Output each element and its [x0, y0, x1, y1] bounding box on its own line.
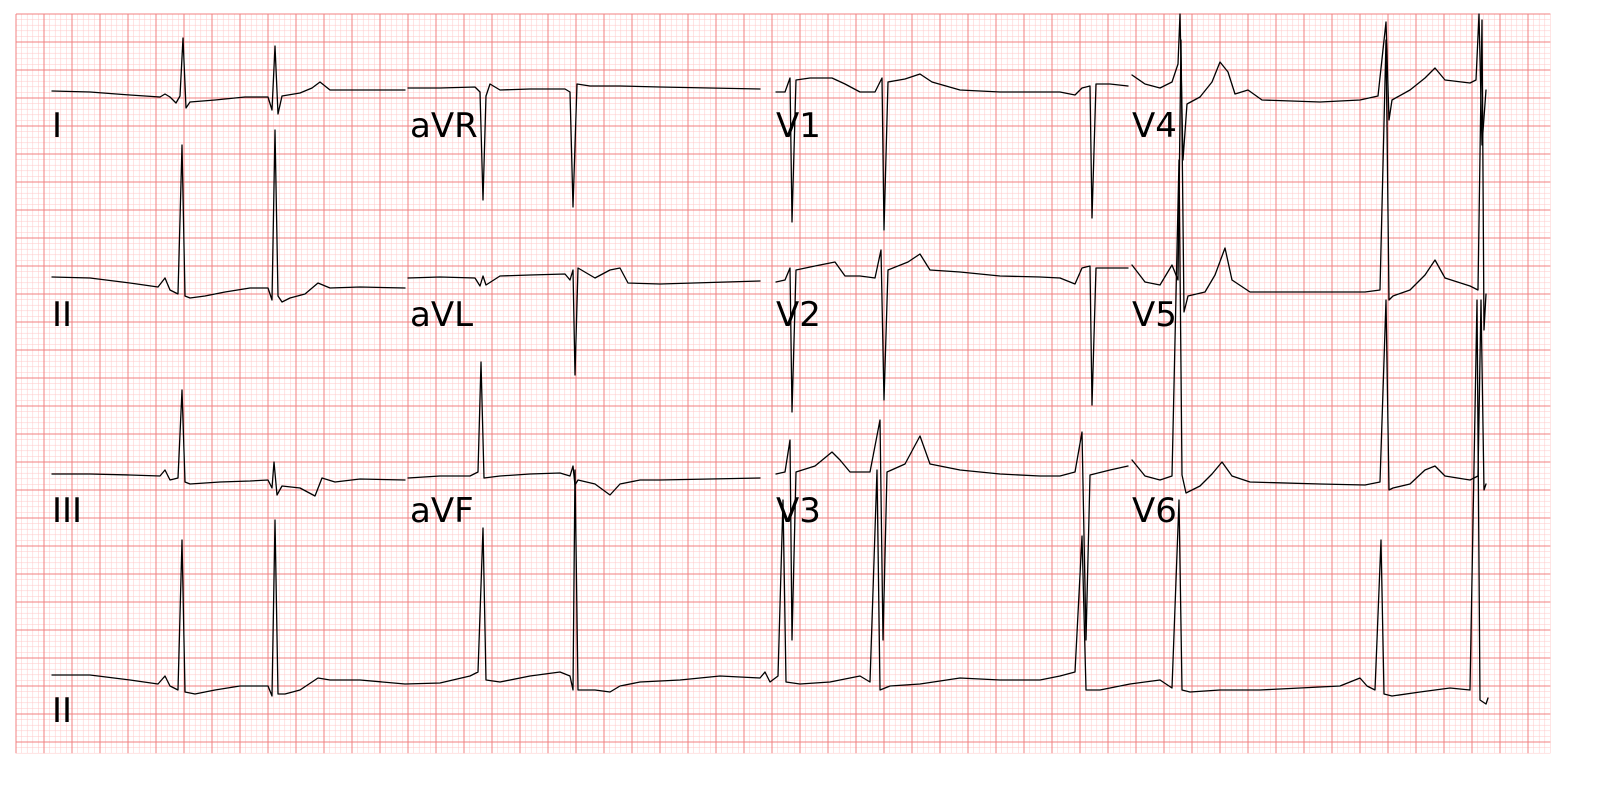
lead-label-avr: aVR: [410, 106, 478, 146]
lead-label-v3: V3: [776, 491, 821, 531]
lead-label-avf: aVF: [410, 491, 474, 531]
trace-lead-avf: [407, 361, 761, 496]
trace-lead-v3: [775, 419, 1129, 641]
lead-label-avl: aVL: [410, 295, 473, 335]
rhythm-strip: [51, 299, 1489, 705]
lead-labels: I aVR V1 V4 II aVL V2 V5 III aVF V3 V6 I…: [52, 106, 1177, 731]
major-grid: [15, 13, 1551, 754]
trace-lead-v4: [1131, 13, 1487, 161]
lead-label-rhythm-ii: II: [52, 691, 72, 731]
trace-lead-v6: [1131, 159, 1487, 494]
trace-lead-ii: [51, 129, 406, 303]
lead-label-ii: II: [52, 295, 72, 335]
trace-lead-v1: [775, 73, 1129, 231]
trace-lead-iii: [51, 389, 406, 497]
lead-label-v2: V2: [776, 295, 821, 335]
lead-label-v5: V5: [1132, 295, 1177, 335]
lead-label-v6: V6: [1132, 491, 1177, 531]
row-1-traces: [51, 13, 1487, 231]
trace-rhythm-lead-ii: [51, 299, 1489, 705]
lead-label-v1: V1: [776, 106, 821, 146]
trace-lead-avl: [407, 267, 761, 376]
lead-label-iii: III: [52, 491, 82, 531]
lead-label-v4: V4: [1132, 106, 1177, 146]
row-3-traces: [51, 159, 1487, 641]
trace-lead-i: [51, 37, 406, 115]
trace-lead-avr: [407, 83, 761, 208]
lead-label-i: I: [52, 106, 62, 146]
row-2-traces: [51, 19, 1487, 413]
trace-lead-v2: [775, 249, 1129, 413]
